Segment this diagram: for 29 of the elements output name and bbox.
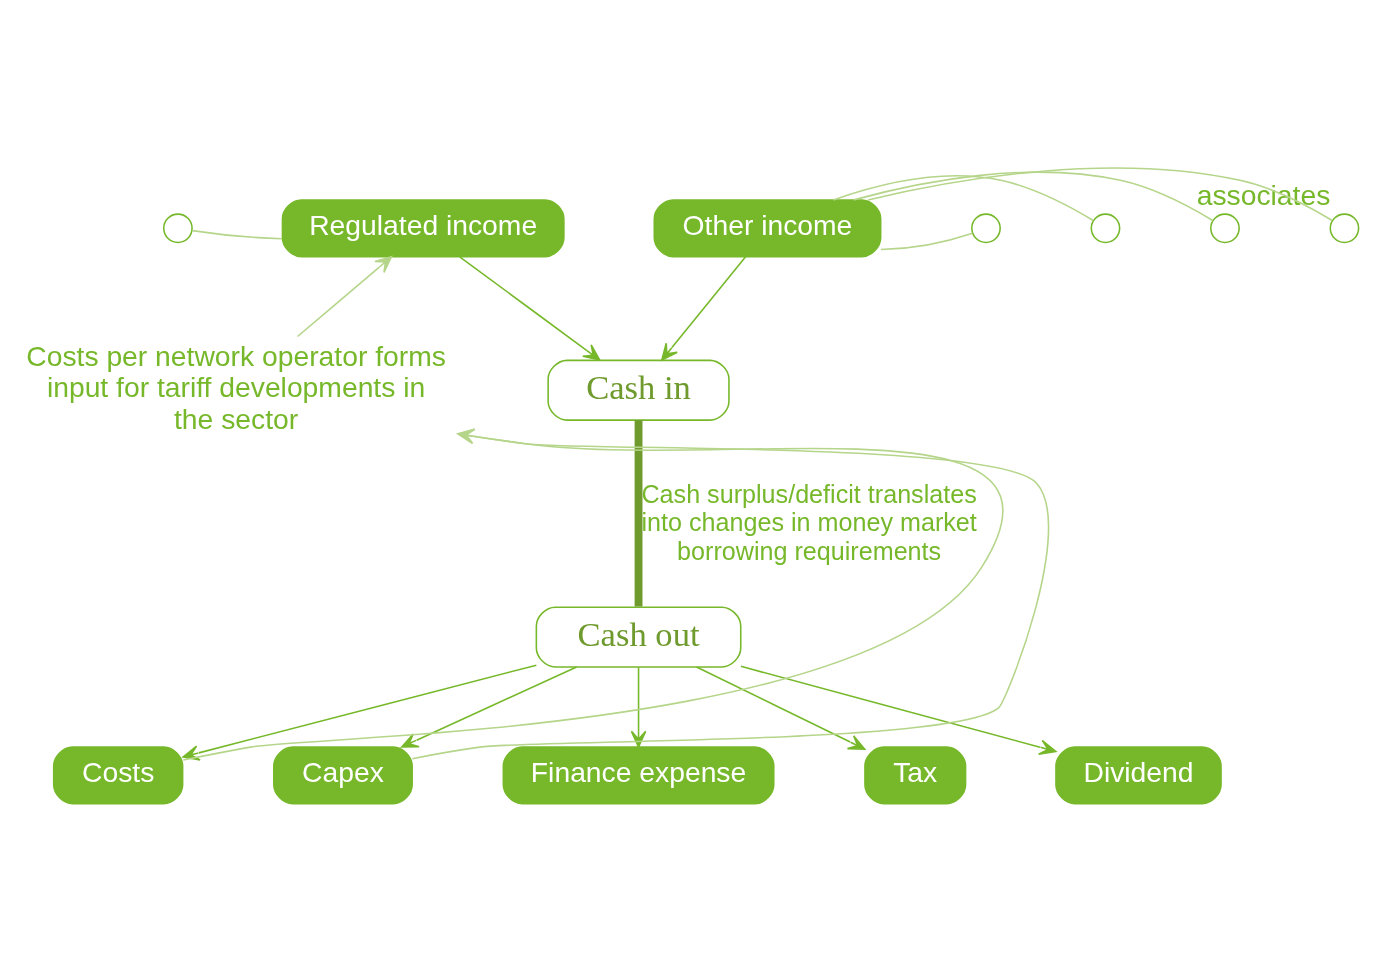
arrow [740, 665, 1057, 755]
connector [880, 231, 974, 250]
node-circle [162, 212, 193, 243]
arrow [458, 255, 601, 361]
node-circle [1210, 212, 1240, 243]
node-circle [971, 212, 1001, 243]
connector [191, 229, 283, 239]
node-box: Costs [52, 745, 184, 804]
connector [867, 166, 1333, 221]
connector [852, 171, 1214, 221]
arrow [411, 428, 1050, 759]
node-box: Other income [653, 198, 882, 257]
node-box: Tax [864, 745, 967, 804]
node-circle [1090, 212, 1121, 243]
node-text: Costs per network operator forms input for tariff developments in the sector [26, 339, 446, 435]
node-box: Capex [273, 745, 413, 804]
node-box: Cash in [547, 359, 730, 421]
arrow [401, 665, 578, 748]
node-circle [1329, 212, 1360, 243]
arrow [695, 665, 866, 750]
arrow [661, 255, 747, 361]
node-box: Finance expense [502, 745, 775, 804]
node-box: Regulated income [281, 198, 565, 257]
node-label: associates [1196, 178, 1331, 211]
node-box: Dividend [1055, 745, 1222, 804]
connector [832, 174, 1094, 221]
node-box: Cash out [535, 605, 742, 668]
edge-label: Cash surplus/deficit translates into changes in money market borrowing requirements [641, 479, 977, 565]
arrow [296, 255, 393, 337]
